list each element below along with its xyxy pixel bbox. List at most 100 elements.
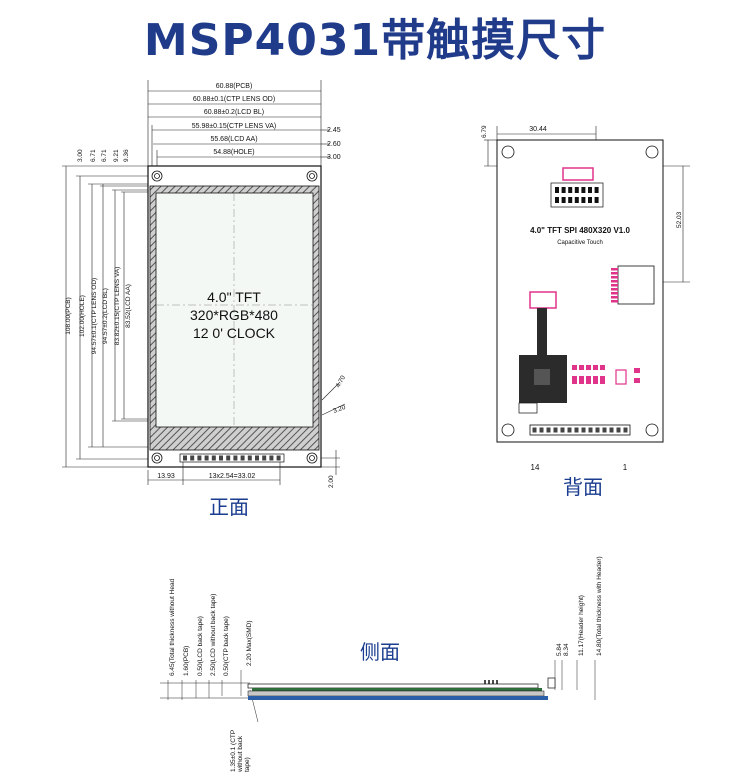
- side-dim-total-with-header: 14.80(Total thickness with Header): [596, 556, 603, 656]
- side-dim-5-84: 5.84: [556, 643, 563, 656]
- back-fpc-pad: [568, 187, 573, 193]
- front-pin: [190, 455, 195, 461]
- side-dim-8-34: 8.34: [563, 643, 570, 656]
- side-dim-ctp-thickness: 1.35±0.1 (CTP without back tape): [230, 729, 251, 772]
- back-pin: [609, 427, 614, 433]
- front-pin: [219, 455, 223, 461]
- front-pin: [269, 455, 274, 461]
- back-smd-pad: [600, 365, 605, 370]
- back-sd-pin: [611, 276, 618, 279]
- back-fpc-pad: [561, 187, 566, 193]
- back-fpc-pad: [561, 197, 566, 203]
- back-pin: [623, 427, 628, 433]
- dim-left-9-21: 9.21: [113, 149, 120, 162]
- back-pin: [567, 427, 572, 433]
- dim-side-4-70: 4.70: [335, 374, 348, 389]
- dim-lcd-aa-height: 83.52(LCD AA): [125, 284, 132, 328]
- front-view: 60.88(PCB) 60.88±0.1(CTP LENS OD) 60.88±…: [62, 80, 347, 519]
- screen-label-size: 4.0" TFT: [207, 289, 261, 305]
- front-bottom-dimensions: [147, 381, 346, 485]
- front-pin: [211, 455, 216, 461]
- dim-left-3-00: 3.00: [77, 149, 84, 162]
- back-pin: [616, 427, 621, 433]
- back-sd-pins: [611, 268, 618, 303]
- back-dim-top: 30.44: [529, 126, 547, 133]
- dim-lcd-bl: 60.88±0.2(LCD BL): [204, 109, 264, 116]
- back-fpc-pad: [574, 187, 579, 193]
- front-pin-header: [179, 453, 285, 463]
- back-sd-pin: [611, 296, 618, 299]
- dim-ctp-lens-va-height: 83.82±0.15(CTP LENS VA): [114, 267, 121, 345]
- back-fpc-pad: [594, 187, 599, 193]
- back-pin: [602, 427, 607, 433]
- back-pin-label-14: 14: [531, 463, 540, 472]
- front-pin: [247, 455, 252, 461]
- back-smd-pad: [579, 365, 584, 370]
- side-caption: 侧面: [360, 640, 400, 664]
- back-pin: [581, 427, 586, 433]
- front-caption: 正面: [209, 495, 249, 519]
- back-fpc-pad-block: [550, 182, 604, 208]
- front-pin: [262, 455, 267, 461]
- side-dim-ctp-back-tape: 0.50(CTP back tape): [223, 616, 230, 676]
- back-fpc-pad: [588, 187, 592, 193]
- dim-hole-height: 102.00(HOLE): [79, 295, 86, 337]
- dim-bottom-pin-pitch: 13x2.54=33.02: [209, 473, 256, 480]
- page-title: MSP4031带触摸尺寸: [143, 15, 607, 66]
- dim-side-3-20: 3.20: [332, 404, 347, 415]
- back-smd-cap: [634, 368, 640, 373]
- back-sd-pin: [611, 272, 618, 275]
- back-pin-label-1: 1: [623, 463, 628, 472]
- back-sd-pin: [611, 300, 618, 303]
- dim-bottom-13-93: 13.93: [157, 473, 175, 480]
- side-layer-ctp: [248, 696, 548, 700]
- front-mounting-holes: [151, 170, 318, 464]
- back-pin: [553, 427, 558, 433]
- screen-label-orientation: 12 0' CLOCK: [193, 325, 276, 341]
- front-pin: [233, 455, 238, 461]
- back-smd-pad: [593, 365, 598, 370]
- back-smd-cap: [634, 378, 640, 383]
- side-dim-pcb: 1.60(PCB): [183, 646, 190, 676]
- dim-lcd-aa: 55.68(LCD AA): [210, 136, 257, 143]
- front-left-dimensions: [62, 165, 150, 468]
- back-smd-resistor: [593, 376, 598, 384]
- dim-left-9-36: 9.36: [123, 149, 130, 162]
- front-pin: [276, 455, 281, 461]
- front-active-area: [155, 192, 314, 428]
- side-dim-smd: 2.20 Max(SMD): [246, 620, 253, 666]
- back-sd-pin: [611, 288, 618, 291]
- back-smd-resistor: [586, 376, 591, 384]
- dim-bottom-2-00: 2.00: [328, 475, 335, 488]
- back-mounting-holes: [501, 145, 659, 437]
- back-small-component: [518, 402, 538, 414]
- back-pin: [595, 427, 600, 433]
- back-sd-pin: [611, 280, 618, 283]
- back-pin: [560, 427, 565, 433]
- front-top-dimensions: [147, 80, 330, 172]
- dim-ctp-lens-va: 55.98±0.15(CTP LENS VA): [192, 123, 277, 130]
- back-pin: [539, 427, 544, 433]
- dim-ctp-lens-od-height: 94.57±0.1(CTP LENS OD): [91, 278, 98, 354]
- dim-left-6-71-b: 6.71: [101, 149, 108, 162]
- dim-pcb-height: 108.00(PCB): [65, 297, 72, 335]
- back-sd-pin: [611, 292, 618, 295]
- back-smd-components: [572, 365, 640, 385]
- dim-pcb-width: 60.88(PCB): [216, 83, 253, 90]
- back-smd-resistor: [572, 376, 577, 384]
- back-touch-flex: [537, 308, 547, 356]
- back-board-title: 4.0" TFT SPI 480X320 V1.0: [530, 226, 630, 235]
- dim-left-6-71-a: 6.71: [90, 149, 97, 162]
- side-header-block: [547, 677, 556, 689]
- back-pin-header: [529, 424, 631, 436]
- back-fpc-pad: [581, 187, 586, 193]
- back-fpc-pad: [588, 197, 592, 203]
- side-layer-top: [247, 683, 539, 689]
- front-pin-header-body: [179, 453, 285, 463]
- front-pin: [197, 455, 202, 461]
- back-fpc-pad: [555, 197, 559, 203]
- front-pin: [204, 455, 209, 461]
- screen-label-resolution: 320*RGB*480: [190, 307, 278, 323]
- dim-lcd-bl-height: 94.57±0.2(LCD BL): [102, 288, 109, 344]
